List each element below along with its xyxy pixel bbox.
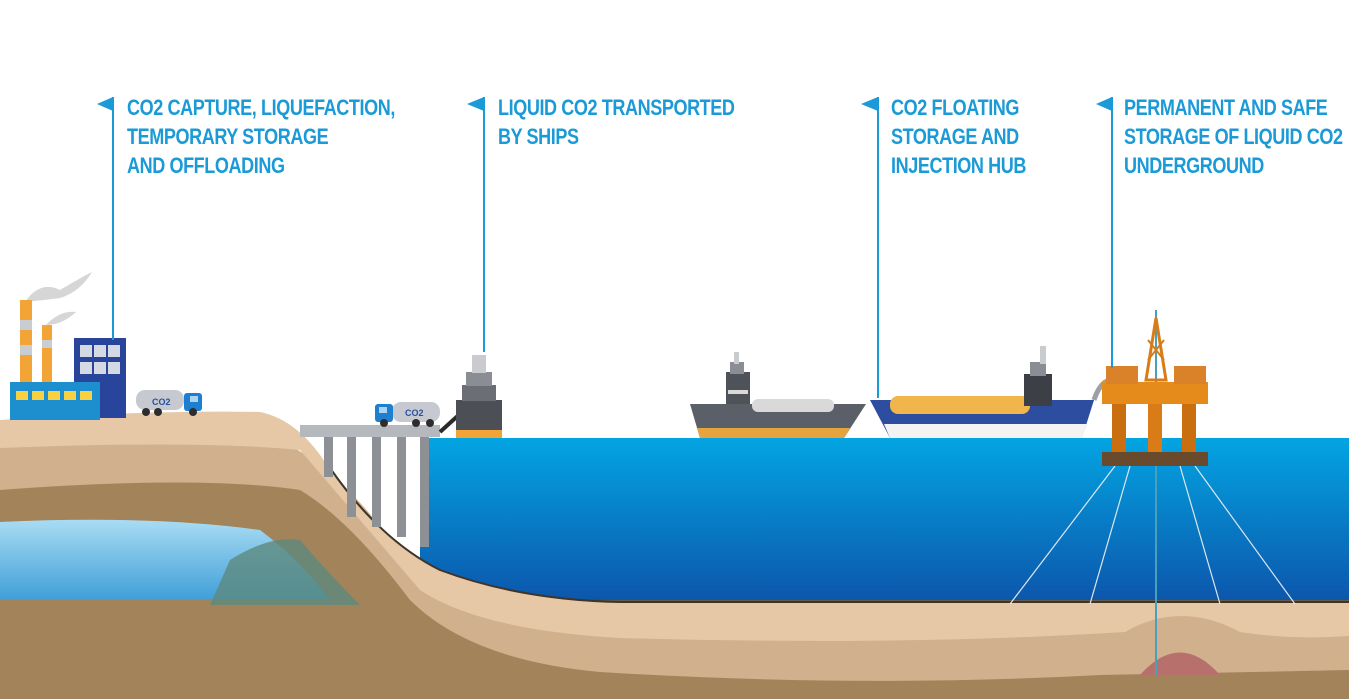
truck-1-label: CO2: [152, 397, 171, 407]
pier: [300, 425, 440, 547]
stage-label-line: AND OFFLOADING: [127, 153, 285, 178]
stage-label-storage: PERMANENT AND SAFE STORAGE OF LIQUID CO2…: [1124, 93, 1343, 180]
callout-pole-hub: [861, 97, 879, 398]
truck-2-label: CO2: [405, 408, 424, 418]
seabed-sand: [0, 411, 1349, 641]
truck-1: CO2: [136, 390, 202, 416]
stage-label-hub: CO2 FLOATING STORAGE AND INJECTION HUB: [891, 93, 1026, 180]
transport-ship: [690, 352, 866, 438]
stage-label-line: STORAGE AND: [891, 124, 1019, 149]
stage-label-capture: CO2 CAPTURE, LIQUEFACTION, TEMPORARY STO…: [127, 93, 395, 180]
aquifer-shadow: [210, 539, 360, 605]
callout-pole-transport: [467, 97, 485, 352]
seabed-line: [329, 467, 1349, 603]
truck-2: CO2: [375, 402, 440, 427]
stage-label-line: UNDERGROUND: [1124, 153, 1264, 178]
stage-label-transport: LIQUID CO2 TRANSPORTED BY SHIPS: [498, 93, 735, 151]
stage-label-line: STORAGE OF LIQUID CO2: [1124, 124, 1343, 149]
loading-tower: [438, 355, 502, 438]
reservoir-dome: [1140, 652, 1220, 675]
stage-label-line: CO2 CAPTURE, LIQUEFACTION,: [127, 95, 395, 120]
stage-label-line: LIQUID CO2 TRANSPORTED: [498, 95, 735, 120]
stage-label-line: BY SHIPS: [498, 124, 579, 149]
sea: [420, 438, 1349, 618]
callout-pole-storage: [1096, 97, 1113, 368]
stage-label-line: TEMPORARY STORAGE: [127, 124, 329, 149]
callout-pole-capture: [97, 97, 114, 340]
stage-label-line: INJECTION HUB: [891, 153, 1026, 178]
soil-layer: [0, 465, 1349, 699]
hub-ship: [870, 346, 1111, 438]
stage-label-line: PERMANENT AND SAFE: [1124, 95, 1328, 120]
oil-platform: [1009, 310, 1296, 675]
stage-label-line: CO2 FLOATING: [891, 95, 1020, 120]
factory: [10, 272, 126, 420]
